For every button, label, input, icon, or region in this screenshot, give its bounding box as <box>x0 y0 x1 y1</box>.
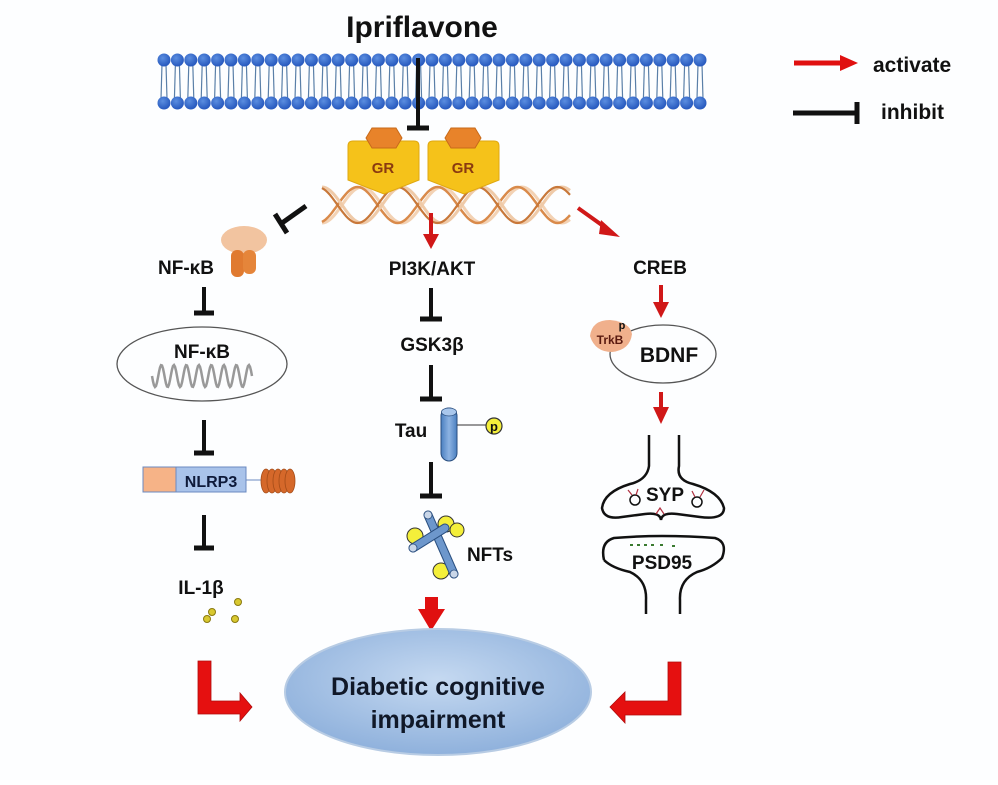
inhibit-pi3k-gsk3b <box>420 288 442 322</box>
legend-activate-arrow-icon <box>794 55 858 71</box>
left-node-il1b: IL-1β <box>178 578 223 599</box>
activate-gr-creb <box>576 206 620 237</box>
left-node-nlrp3: NLRP3 <box>185 474 238 491</box>
legend: activate inhibit <box>793 54 951 124</box>
legend-inhibit-tbar-icon <box>793 102 860 124</box>
nlrp3-coil-icon <box>260 468 296 494</box>
legend-activate-label: activate <box>873 54 951 77</box>
gr-receptor-2: GR <box>427 127 500 195</box>
gr-label-1: GR <box>372 160 395 177</box>
left-node-nfkb-nucleus: NF-κB <box>174 342 230 363</box>
inhibit-nlrp3-il1b <box>194 515 214 551</box>
gr-receptor-1: GR <box>347 127 420 195</box>
outcome-line1: Diabetic cognitive <box>331 673 545 701</box>
right-node-syp: SYP <box>646 485 684 506</box>
middle-node-gsk3b: GSK3β <box>400 335 463 356</box>
right-l-arrow <box>609 661 682 725</box>
activate-nfts-outcome-arrow <box>418 597 445 631</box>
trkb-label: TrkB <box>597 333 624 347</box>
inhibit-gsk3b-tau <box>420 365 442 402</box>
right-node-creb: CREB <box>633 258 687 279</box>
right-node-bdnf: BDNF <box>640 344 698 367</box>
middle-node-tau: Tau <box>395 421 427 442</box>
left-l-arrow <box>197 660 253 723</box>
outcome-ellipse <box>284 628 592 756</box>
inhibit-nfkb-nucleus <box>194 287 214 316</box>
tau-protein-icon <box>440 407 503 462</box>
legend-inhibit-label: inhibit <box>881 101 944 124</box>
inhibit-ipriflavone-gr <box>407 58 429 131</box>
inhibit-tau-nfts <box>420 462 442 499</box>
activate-creb-bdnf <box>653 285 669 318</box>
title-ipriflavone: Ipriflavone <box>346 11 498 44</box>
inhibit-nucleus-nlrp3 <box>194 420 214 456</box>
bdnf-ellipse <box>609 324 717 384</box>
dna-helix <box>321 185 571 225</box>
dna-wave-icon <box>150 362 254 390</box>
synapse-icon <box>600 435 726 614</box>
tau-phospho-label: p <box>490 419 498 434</box>
outcome-line2: impairment <box>371 706 506 734</box>
il1b-particles-icon <box>203 598 242 623</box>
nucleus-ellipse <box>116 326 288 402</box>
right-node-psd95: PSD95 <box>632 553 693 574</box>
nfkb-protein-icon <box>221 226 267 277</box>
trkb-receptor-icon <box>590 320 632 352</box>
inhibit-gr-nfkb <box>272 203 308 235</box>
cell-membrane <box>157 53 707 110</box>
middle-node-nfts: NFTs <box>467 545 513 566</box>
gr-label-2: GR <box>452 160 475 177</box>
activate-bdnf-synapse <box>653 392 669 424</box>
left-node-nfkb: NF-κB <box>158 258 214 279</box>
nfts-tangle-icon <box>406 510 465 580</box>
trkb-phospho-label: p <box>619 320 626 332</box>
nlrp3-protein <box>142 466 296 494</box>
middle-node-pi3k-akt: PI3K/AKT <box>389 259 476 280</box>
activate-gr-pi3k <box>423 213 439 249</box>
